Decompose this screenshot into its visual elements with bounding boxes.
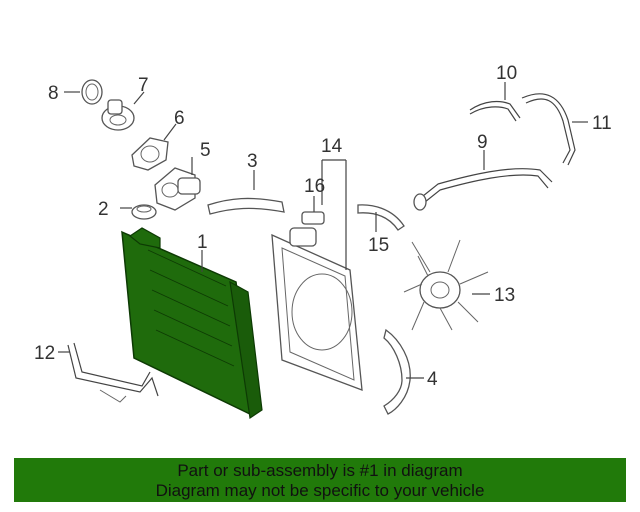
part-5-water-inlet (154, 167, 201, 211)
part-9-pipe (413, 168, 553, 211)
callouts: 1 2 3 4 5 6 7 8 9 10 11 12 13 14 15 16 (34, 63, 612, 390)
part-14-fan-shroud (271, 227, 363, 391)
callout-8: 8 (48, 83, 59, 104)
part-8-o-ring (81, 79, 103, 105)
callout-4: 4 (427, 369, 438, 390)
banner-line-2: Diagram may not be specific to your vehi… (155, 481, 485, 500)
callout-3: 3 (247, 151, 258, 172)
callout-7: 7 (138, 75, 149, 96)
part-4-lower-hose (383, 328, 411, 415)
callout-10: 10 (496, 63, 517, 84)
part-16-clip (301, 211, 325, 225)
part-13-fan (403, 239, 489, 331)
callout-16: 16 (304, 176, 325, 197)
part-12-bracket (67, 342, 159, 403)
part-7-thermostat (101, 99, 135, 131)
part-11-hose (521, 93, 576, 166)
part-1-radiator (121, 227, 263, 420)
part-6-gasket (131, 137, 169, 171)
callout-14: 14 (321, 136, 343, 157)
callout-12: 12 (34, 343, 55, 364)
callout-1: 1 (197, 232, 208, 253)
part-3-upper-hose (207, 197, 285, 215)
part-10-pipe (469, 100, 521, 122)
callout-13: 13 (494, 285, 515, 306)
callout-11: 11 (592, 113, 612, 134)
part-15-hose (357, 204, 405, 231)
info-banner: Part or sub-assembly is #1 in diagram Di… (14, 458, 626, 502)
callout-5: 5 (200, 140, 211, 161)
leader-lines (58, 82, 588, 379)
callout-2: 2 (98, 199, 109, 220)
banner-line-1: Part or sub-assembly is #1 in diagram (177, 461, 463, 480)
callout-9: 9 (477, 132, 488, 153)
callout-15: 15 (368, 235, 389, 256)
callout-6: 6 (174, 108, 185, 129)
part-2-cap (131, 204, 157, 220)
